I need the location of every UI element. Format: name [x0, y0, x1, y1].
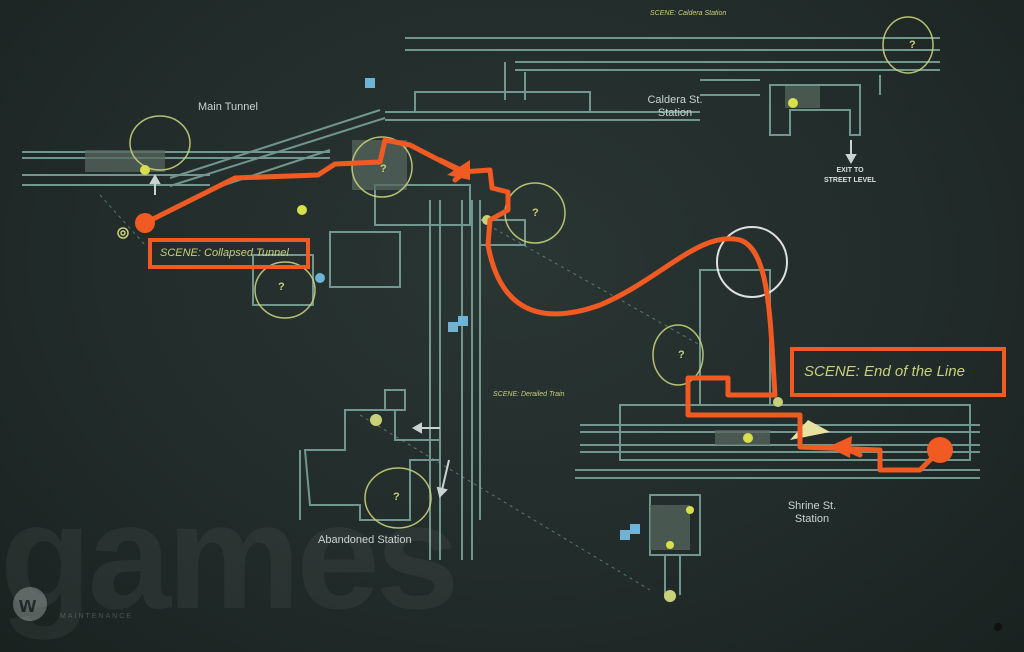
watermark: games — [0, 472, 459, 640]
svg-text:?: ? — [678, 349, 685, 361]
header-scene-caldera: SCENE: Caldera Station — [650, 10, 727, 17]
hatched-zones — [85, 86, 820, 550]
down-arrow-icon — [436, 140, 857, 498]
route-arrowheads — [447, 160, 852, 458]
logo-icon: w — [13, 587, 47, 621]
label-abandoned-station: Abandoned Station — [318, 534, 412, 546]
player-cone-icon — [790, 420, 830, 440]
svg-text:w: w — [18, 592, 37, 617]
label-scene-derailed-train: SCENE: Derailed Train — [493, 391, 565, 398]
svg-text:?: ? — [278, 281, 285, 293]
scene-end-of-line: SCENE: End of the Line — [790, 347, 1006, 397]
gear-icon — [140, 98, 798, 549]
svg-text:?: ? — [909, 39, 916, 51]
left-arrow-icon — [411, 422, 440, 434]
scene-collapsed-tunnel: SCENE: Collapsed Tunnel — [148, 238, 310, 269]
label-caldera-line2: Station — [657, 107, 693, 119]
checkpoint-icon — [370, 215, 783, 602]
svg-text:?: ? — [532, 207, 539, 219]
up-arrow-icon — [149, 173, 161, 195]
dashed-lines — [99, 194, 701, 591]
save-icon — [315, 78, 640, 540]
question-mark-icon: ? ? ? ? ? ? — [278, 39, 916, 503]
highlight-circle — [716, 226, 788, 298]
label-exit-line2: STREET LEVEL — [823, 177, 877, 184]
route-start-marker — [135, 213, 155, 233]
target-icon — [117, 227, 129, 239]
svg-text:?: ? — [393, 491, 400, 503]
label-caldera-line1: Caldera St. — [647, 94, 703, 106]
svg-text:?: ? — [380, 163, 387, 175]
label-exit-line1: EXIT TO — [836, 167, 864, 174]
label-shrine-line2: Station — [794, 513, 830, 525]
label-shrine-line1: Shrine St. — [787, 500, 837, 512]
label-main-tunnel: Main Tunnel — [198, 101, 258, 113]
pin-icon — [994, 623, 1002, 631]
route-end-marker — [927, 437, 953, 463]
logo-text: MAINTENANCE — [60, 613, 133, 620]
